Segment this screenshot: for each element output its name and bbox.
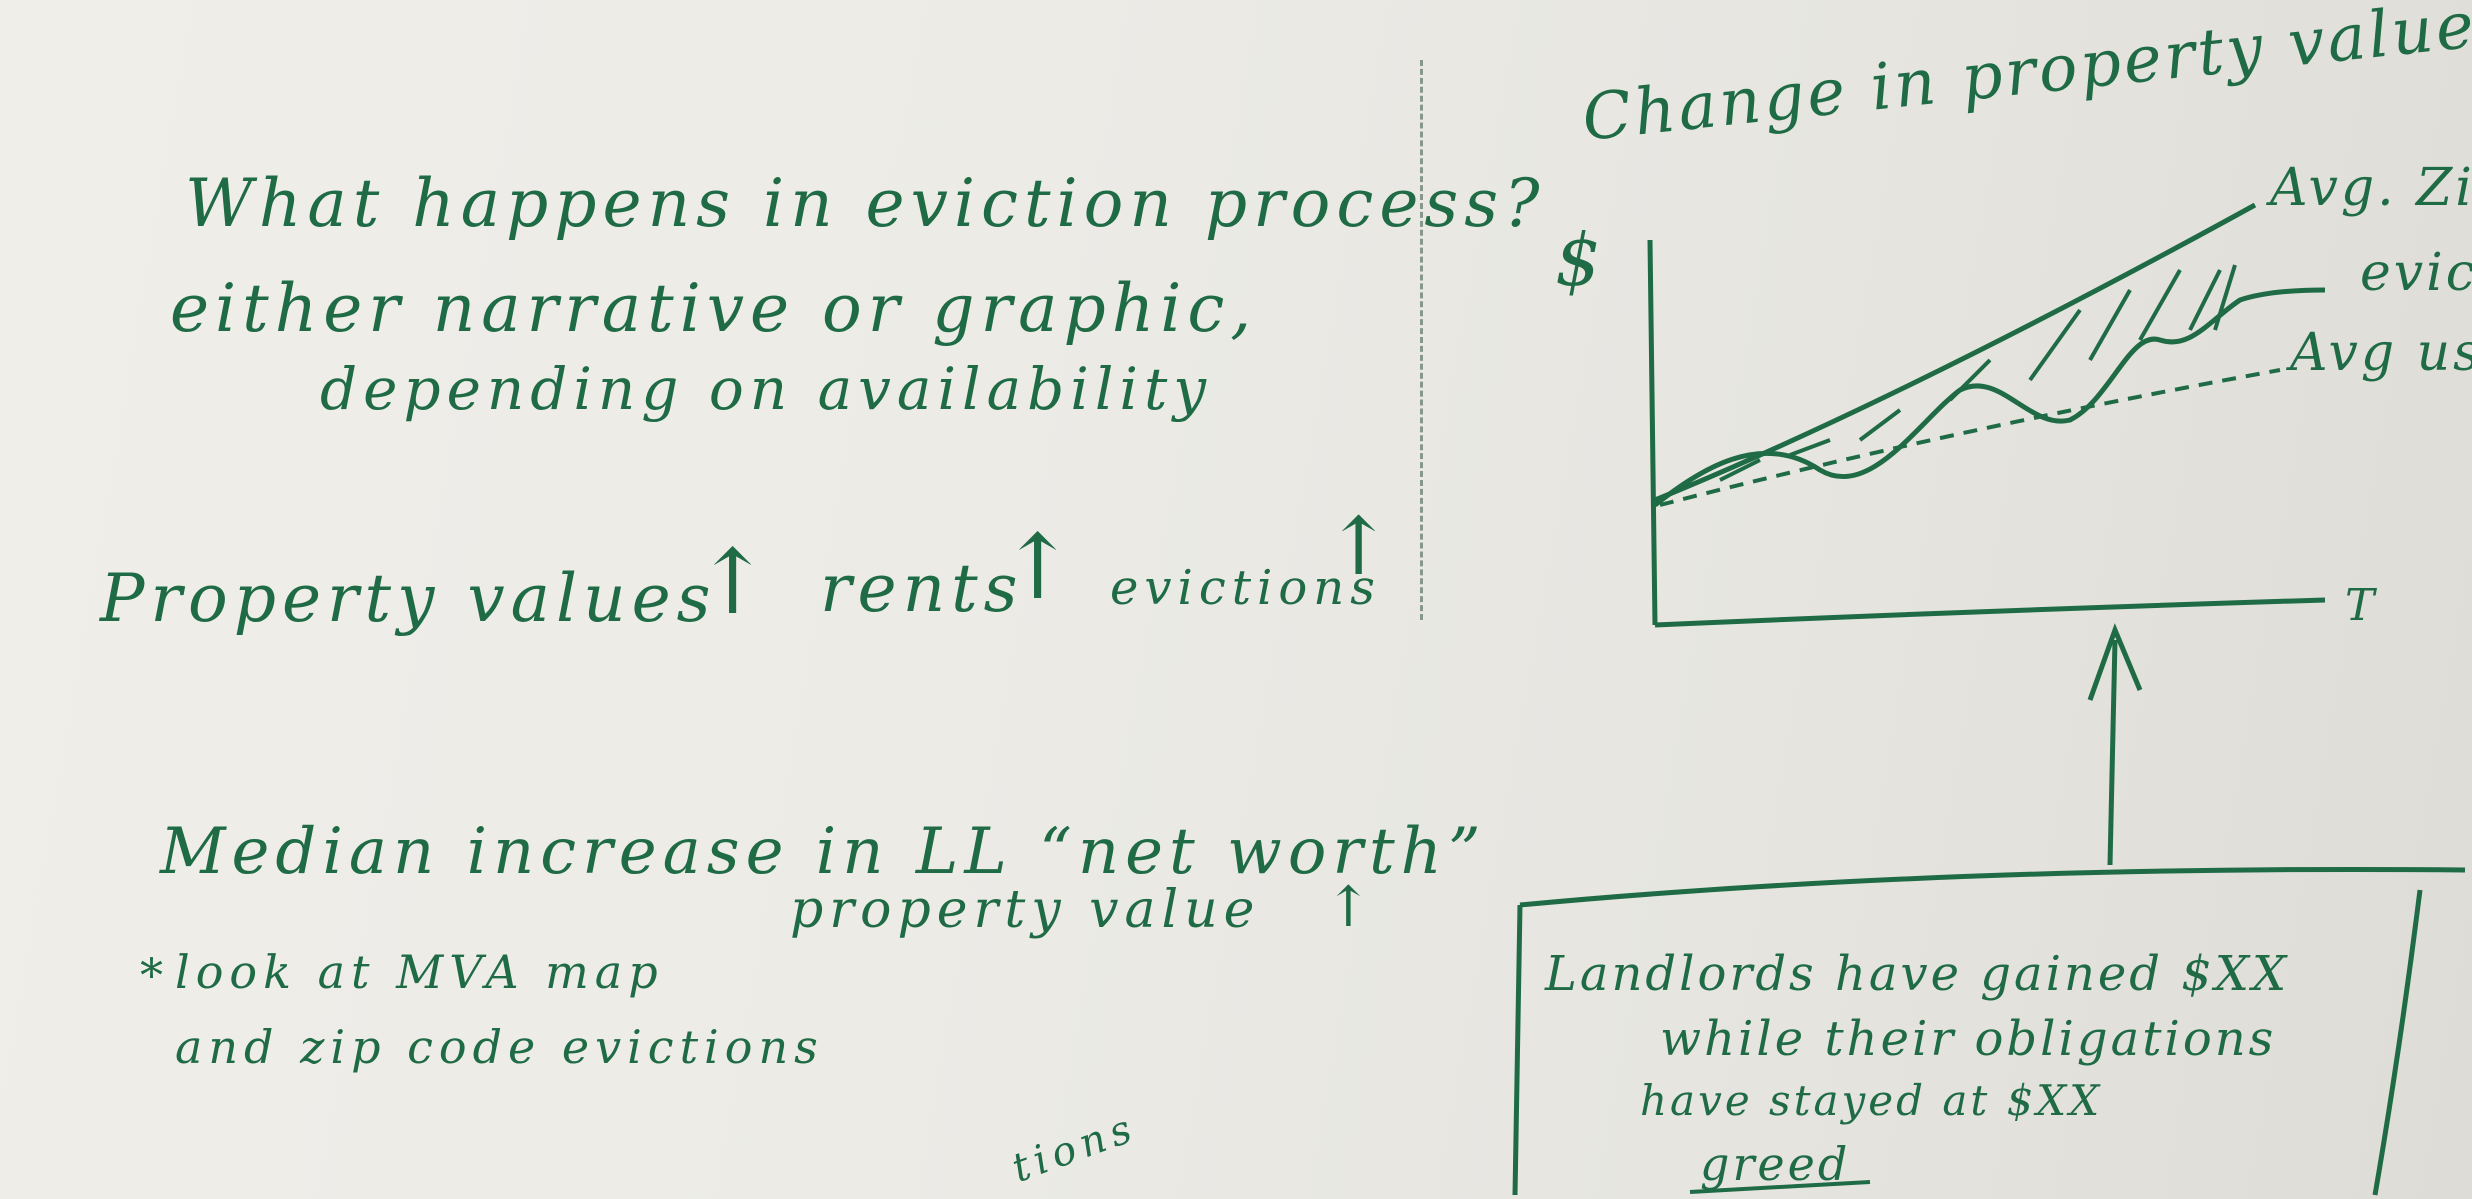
y-axis (1647, 239, 1658, 626)
arrow-up-icon: ↑ (695, 530, 771, 635)
page-fold-divider (1420, 60, 1423, 620)
y-axis-label: $ (1555, 218, 1604, 302)
gap-hatching (1719, 264, 2237, 482)
note-property-value: property value (790, 880, 1261, 940)
note-narrative-or-graphic: either narrative or graphic, (170, 270, 1258, 347)
avg-zip-line (1654, 202, 2257, 503)
note-property-values: Property values (100, 560, 717, 637)
line-label-avg-us: Avg us (2286, 323, 2472, 383)
arrow-up-icon: ↑ (1325, 875, 1372, 940)
note-median-increase: Median increase in LL “net worth” (160, 815, 1487, 889)
pointer-arrow (2107, 639, 2118, 866)
line-label-avg-zip: Avg. Zi (2266, 158, 2472, 218)
sketch-title: Change in property values (1579, 0, 2472, 156)
eviction-zip-line (1653, 287, 2326, 507)
note-question: What happens in eviction process? (185, 165, 1546, 242)
avg-us-line (1659, 368, 2281, 507)
arrow-up-icon: ↑ (1000, 515, 1076, 620)
greed-underline (1689, 1180, 1871, 1194)
callout-line-4: greed (1700, 1137, 1850, 1191)
note-evictions: evictions (1110, 560, 1381, 616)
arrow-up-icon: ↑ (1325, 500, 1393, 593)
callout-line-1: Landlords have gained $XX (1544, 946, 2289, 1002)
note-rents: rents (820, 550, 1024, 627)
note-zip-evictions: and zip code evictions (175, 1020, 824, 1074)
pointer-arrowhead (2087, 623, 2143, 701)
callout-line-2: while their obligations (1660, 1011, 2276, 1067)
note-look-at-map: look at MVA map (175, 945, 664, 999)
x-axis (1654, 597, 2326, 628)
x-axis-label: T (2345, 580, 2378, 631)
callout-box (1512, 866, 2466, 1196)
asterisk-icon: * (140, 948, 163, 1002)
line-label-eviction: evic (2360, 243, 2472, 303)
note-depending: depending on availability (320, 355, 1213, 423)
callout-line-3: have stayed at $XX (1640, 1076, 2102, 1125)
